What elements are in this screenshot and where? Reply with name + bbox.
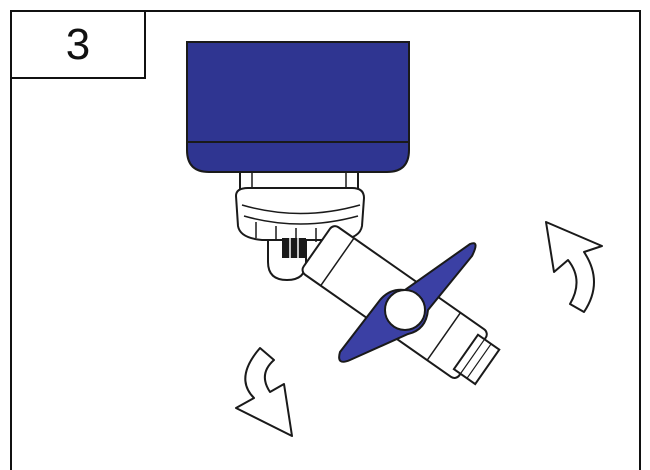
step-number: 3 xyxy=(65,19,91,69)
valve-handle[interactable] xyxy=(338,242,477,363)
counterclockwise-arrow-icon xyxy=(545,221,603,313)
step-number-box: 3 xyxy=(10,10,146,79)
clockwise-arrow-icon xyxy=(235,347,293,437)
lower-fitting xyxy=(267,238,307,282)
panel-frame xyxy=(10,10,641,470)
tank-body xyxy=(186,41,410,173)
